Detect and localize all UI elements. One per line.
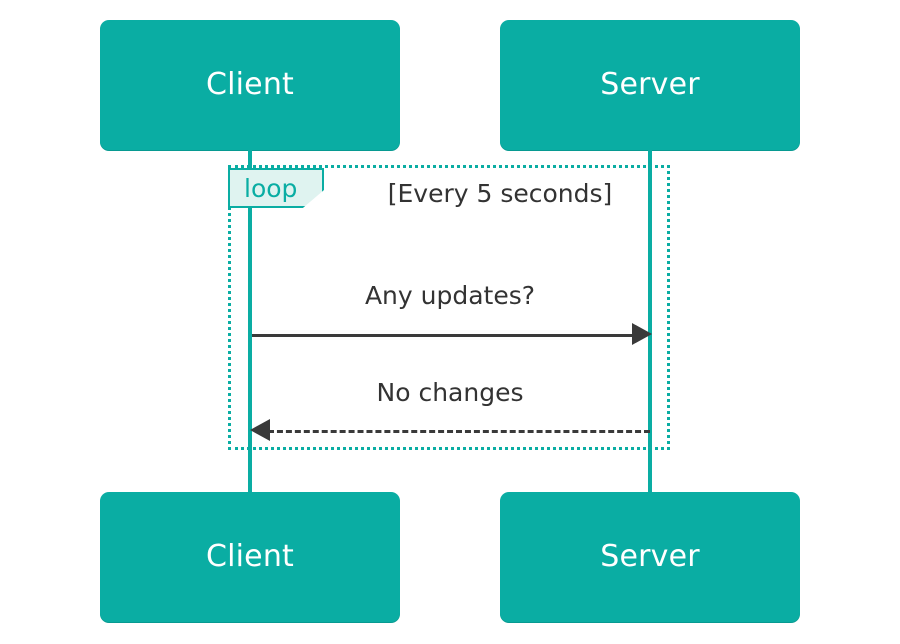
- message-arrowhead-left-icon: [250, 419, 270, 441]
- participant-label-client-top: Client: [205, 67, 295, 102]
- participant-label-server-top: Server: [600, 67, 700, 102]
- participant-label-server-bottom: Server: [600, 539, 700, 574]
- participant-box-server-bottom[interactable]: Server: [500, 492, 800, 622]
- message-label-any-updates: Any updates?: [364, 281, 536, 310]
- participant-box-client-top[interactable]: Client: [100, 20, 400, 150]
- message-label-no-changes: No changes: [376, 378, 524, 407]
- participant-label-client-bottom: Client: [205, 539, 295, 574]
- lifeline-server: [648, 150, 652, 492]
- participant-box-server-top[interactable]: Server: [500, 20, 800, 150]
- lifeline-client: [248, 150, 252, 492]
- message-line-any-updates: [252, 334, 634, 337]
- participant-box-client-bottom[interactable]: Client: [100, 492, 400, 622]
- message-line-no-changes: [268, 430, 650, 433]
- message-arrowhead-right-icon: [632, 323, 652, 345]
- loop-fragment-frame: [228, 165, 670, 450]
- loop-fragment-tag-label: loop: [244, 173, 298, 203]
- loop-fragment-condition: [Every 5 seconds]: [387, 179, 613, 208]
- loop-fragment-tag: loop: [228, 168, 324, 208]
